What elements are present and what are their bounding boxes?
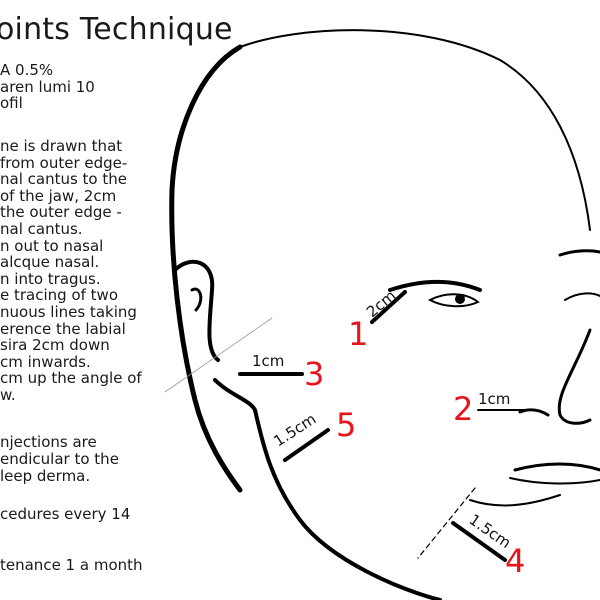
description-line: cm inwards. [0, 352, 91, 371]
right-eye [564, 292, 600, 301]
description-line: w. [0, 386, 16, 404]
description-line: nal cantus. [0, 220, 83, 238]
injection-note-line: njections are [0, 433, 97, 451]
description-line: nuous lines taking [0, 303, 137, 321]
nose [557, 328, 592, 425]
point-1-line [370, 290, 407, 324]
schedule-text: cedures every 14 [0, 505, 131, 523]
point-3-number: 3 [304, 355, 324, 393]
point-5-distance: 1.5cm [270, 410, 319, 451]
point-3-distance: 1cm [252, 352, 284, 370]
description-line: n out to nasal [0, 236, 104, 255]
back-of-head [169, 44, 243, 493]
injection-note-line: endicular to the [0, 450, 119, 468]
point-5-number: 5 [336, 406, 356, 444]
product-line: A 0.5% [0, 61, 54, 79]
point-4-number: 4 [505, 542, 525, 580]
description-line: alcque nasal. [0, 253, 100, 272]
point-5-line [283, 428, 330, 462]
product-line: aren lumi 10 [0, 78, 95, 96]
injection-note-line: leep derma. [0, 467, 91, 485]
point-2-distance: 1cm [478, 390, 510, 408]
page-title: oints Technique [0, 12, 233, 47]
point-4-line [451, 521, 507, 562]
description-line: erence the labial [0, 319, 126, 338]
description-line: n into tragus. [0, 269, 101, 288]
description-line: e tracing of two [0, 286, 119, 305]
ear [173, 259, 220, 362]
jaw-line [213, 378, 442, 600]
upper-lip [513, 462, 600, 472]
point-2-number: 2 [453, 390, 473, 428]
description-line: of the jaw, 2cm [0, 186, 117, 205]
left-eyebrow [388, 279, 482, 292]
head-outline [239, 29, 591, 231]
description-line: nal cantus to the [0, 170, 127, 189]
point-1-number: 1 [348, 315, 368, 353]
chin [469, 494, 561, 507]
description-line: ne is drawn that [0, 137, 123, 155]
description-line: sira 2cm down [0, 336, 110, 355]
description-line: cm up the angle of [0, 369, 142, 388]
right-eyebrow [558, 249, 600, 257]
description-line: from outer edge- [0, 153, 128, 172]
description-line: the outer edge - [0, 203, 122, 222]
maintenance-text: tenance 1 a month [0, 556, 143, 574]
lower-lip [509, 477, 600, 485]
product-line: ofil [0, 94, 23, 112]
left-eye [427, 293, 480, 308]
